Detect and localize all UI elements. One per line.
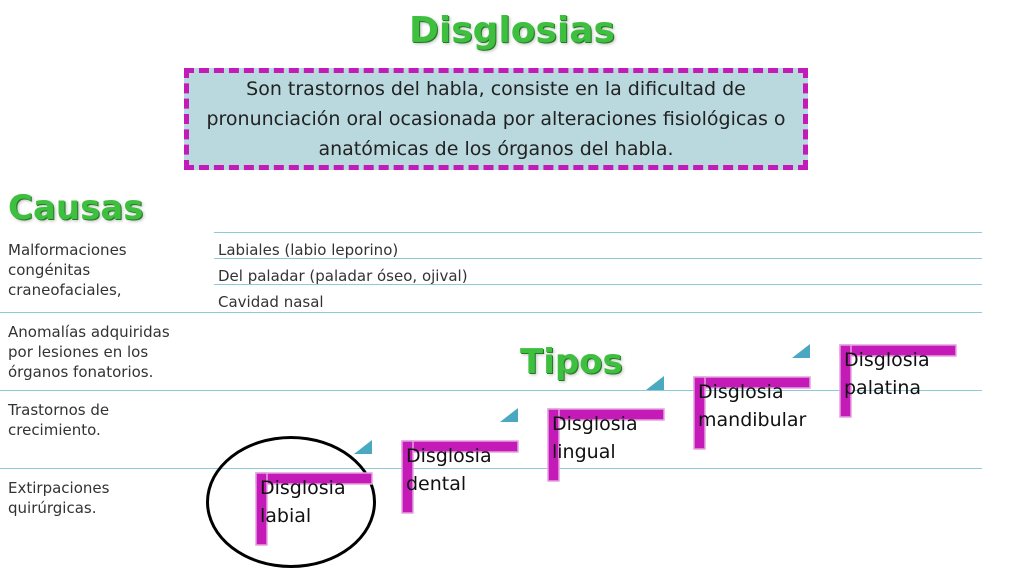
step-bracket-shape	[547, 376, 665, 482]
cause-subitem: Cavidad nasal	[218, 293, 324, 311]
step-label: Disglosia lingual	[552, 413, 638, 463]
sub-rule	[214, 258, 982, 259]
table-rule	[0, 390, 982, 391]
table-rule	[0, 312, 982, 313]
cause-item: Malformaciones congénitas craneofaciales…	[8, 241, 127, 299]
sub-rule	[214, 232, 982, 233]
step-bracket-shape	[839, 344, 957, 418]
table-rule	[0, 468, 982, 469]
highlight-circle	[206, 436, 376, 568]
cause-item: Trastornos de crecimiento.	[8, 401, 110, 439]
definition-box: Son trastornos del habla, consiste en la…	[184, 68, 808, 170]
cause-item: Extirpaciones quirúrgicas.	[8, 479, 110, 517]
step-disglosia-lingual: Disglosia lingual	[546, 376, 686, 486]
step-disglosia-labial: Disglosia labial	[254, 440, 394, 550]
cause-subitem: Del paladar (paladar óseo, ojival)	[218, 267, 468, 285]
step-disglosia-palatina: Disglosia palatina	[838, 312, 978, 422]
page-title: Disglosias	[409, 10, 615, 51]
sub-rule	[214, 284, 982, 285]
step-bracket-shape	[693, 344, 811, 450]
causes-heading: Causas	[8, 188, 144, 228]
definition-text: Son trastornos del habla, consiste en la…	[206, 78, 786, 160]
step-disglosia-mandibular: Disglosia mandibular	[692, 344, 832, 454]
cause-item: Anomalías adquiridas por lesiones en los…	[8, 323, 170, 381]
step-bracket-shape	[401, 408, 519, 514]
step-label: Disglosia mandibular	[698, 381, 807, 431]
types-heading: Tipos	[520, 342, 623, 382]
step-disglosia-dental: Disglosia dental	[400, 408, 540, 518]
step-label: Disglosia labial	[260, 477, 346, 527]
step-bracket-shape	[255, 440, 373, 546]
step-label: Disglosia palatina	[844, 349, 930, 399]
step-label: Disglosia dental	[406, 445, 492, 495]
cause-subitem: Labiales (labio leporino)	[218, 241, 399, 259]
